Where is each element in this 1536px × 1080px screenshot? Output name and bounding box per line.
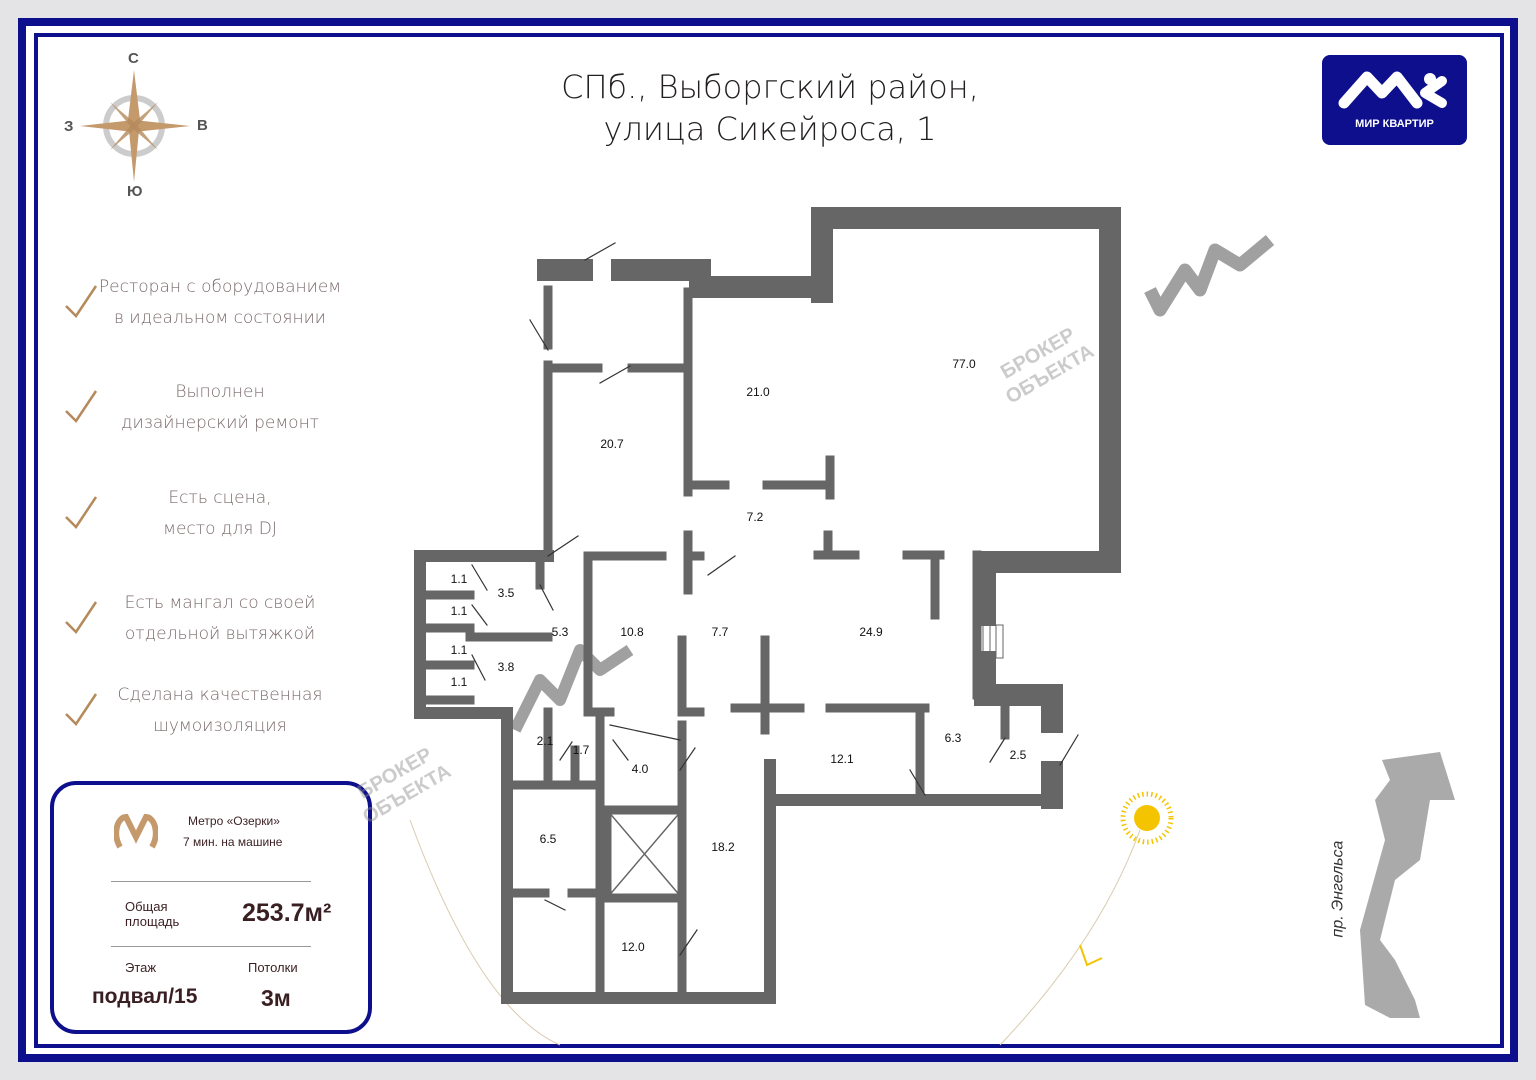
compass-south: Ю — [127, 183, 143, 200]
floor-label: Этаж — [125, 960, 157, 975]
feature-item: Ресторан с оборудованием в идеальном сост… — [65, 272, 370, 334]
room-area-label: 7.2 — [746, 510, 764, 524]
room-area-label: 1.1 — [450, 643, 468, 657]
area-label-1: Общая — [125, 899, 168, 914]
room-area-label: 1.7 — [572, 743, 590, 757]
room-area-label: 1.1 — [450, 604, 468, 618]
feature-line: Ресторан с оборудованием — [98, 277, 342, 297]
feature-line: Есть сцена, — [168, 488, 272, 508]
checkmark-icon — [65, 285, 98, 318]
feature-line: шумоизоляция — [153, 716, 287, 736]
divider — [111, 881, 311, 882]
feature-line: место для DJ — [163, 519, 277, 539]
page-title: СПб., Выборгский район, улица Сикейроса,… — [470, 66, 1070, 150]
logo-text: МИР КВАРТИР — [1355, 118, 1434, 130]
compass-west: З — [64, 118, 74, 135]
floor-value: подвал/15 — [92, 985, 198, 1008]
arrow-icon — [1079, 944, 1103, 967]
feature-line: отдельной вытяжкой — [124, 624, 316, 644]
street-label: пр. Энгельса — [1329, 840, 1347, 938]
checkmark-icon — [65, 601, 98, 634]
feature-item: Выполнен дизайнерский ремонт — [65, 377, 370, 439]
title-line-1: СПб., Выборгский район, — [561, 68, 979, 106]
title-line-2: улица Сикейроса, 1 — [603, 110, 937, 148]
area-label-2: площадь — [125, 914, 180, 929]
ceiling-value: 3м — [261, 985, 291, 1011]
room-area-label: 12.1 — [830, 752, 854, 766]
divider — [111, 946, 311, 947]
feature-line: в идеальном состоянии — [114, 308, 326, 328]
metro-icon — [114, 813, 158, 849]
room-area-label: 1.1 — [450, 675, 468, 689]
compass-east: В — [197, 117, 208, 134]
room-area-label: 1.1 — [450, 572, 468, 586]
company-logo: МИР КВАРТИР — [1322, 55, 1467, 145]
site-map-building — [1360, 752, 1455, 1018]
compass-rose-icon — [80, 70, 190, 182]
metro-time: 7 мин. на машине — [183, 835, 283, 849]
room-area-label: 5.3 — [551, 625, 569, 639]
compass-north: С — [128, 50, 139, 67]
room-area-label: 3.5 — [497, 586, 515, 600]
logo-mark-icon — [1338, 71, 1447, 109]
metro-station: Метро «Озерки» — [188, 814, 280, 828]
ceiling-label: Потолки — [248, 960, 298, 975]
feature-item: Сделана качественная шумоизоляция — [65, 680, 370, 742]
room-area-label: 10.8 — [620, 625, 644, 639]
room-area-label: 18.2 — [711, 840, 735, 854]
feature-line: Выполнен — [175, 382, 265, 402]
area-value: 253.7м² — [242, 899, 332, 927]
room-area-label: 2.1 — [536, 734, 554, 748]
sun-icon — [1120, 791, 1174, 845]
feature-item: Есть сцена, место для DJ — [65, 483, 370, 545]
checkmark-icon — [65, 496, 98, 529]
feature-item: Есть мангал со своей отдельной вытяжкой — [65, 588, 370, 650]
room-area-label: 3.8 — [497, 660, 515, 674]
room-area-label: 20.7 — [600, 437, 624, 451]
room-area-label: 4.0 — [631, 762, 649, 776]
feature-line: Есть мангал со своей — [124, 593, 316, 613]
room-area-label: 12.0 — [621, 940, 645, 954]
room-area-label: 6.3 — [944, 731, 962, 745]
room-area-label: 77.0 — [952, 357, 976, 371]
feature-line: дизайнерский ремонт — [120, 413, 320, 433]
room-area-label: 24.9 — [859, 625, 883, 639]
checkmark-icon — [65, 693, 98, 726]
room-area-label: 6.5 — [539, 832, 557, 846]
room-area-label: 2.5 — [1009, 748, 1027, 762]
watermark-logo-icon — [1144, 235, 1275, 317]
watermark-logo-icon — [509, 644, 634, 733]
room-area-label: 21.0 — [746, 385, 770, 399]
room-area-label: 7.7 — [711, 625, 729, 639]
inner-frame — [34, 33, 1504, 1048]
feature-line: Сделана качественная — [117, 685, 323, 705]
checkmark-icon — [65, 390, 98, 423]
